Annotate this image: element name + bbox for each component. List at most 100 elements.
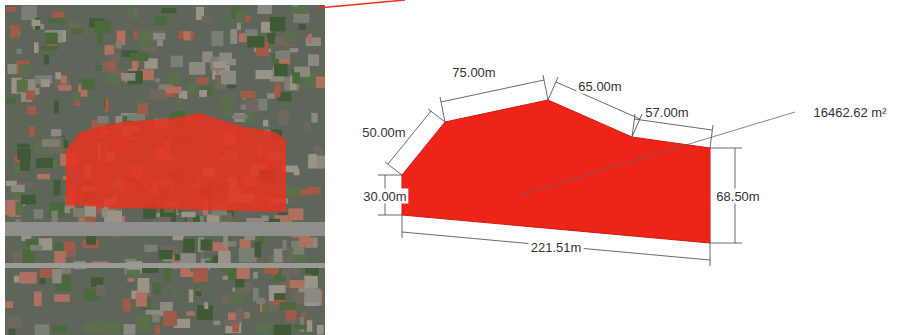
photo-texture	[157, 40, 163, 46]
photo-texture	[247, 36, 264, 47]
photo-texture	[127, 114, 145, 120]
photo-texture	[20, 155, 30, 171]
photo-texture	[167, 87, 182, 94]
photo-texture	[48, 18, 65, 24]
photo-texture	[73, 92, 81, 101]
photo-texture	[263, 120, 268, 127]
photo-texture	[193, 267, 208, 282]
photo-texture	[284, 186, 301, 197]
photo-texture	[274, 249, 283, 263]
photo-texture	[44, 55, 49, 65]
photo-texture	[316, 76, 325, 88]
photo-texture	[287, 247, 293, 262]
photo-texture	[36, 158, 53, 168]
photo-texture	[17, 49, 22, 54]
photo-texture	[221, 71, 236, 85]
photo-texture	[239, 248, 257, 262]
photo-texture	[317, 325, 324, 334]
photo-texture	[102, 208, 107, 217]
photo-texture	[274, 64, 288, 77]
photo-texture	[216, 70, 220, 74]
photo-texture	[29, 126, 35, 137]
photo-texture	[141, 69, 154, 80]
satellite-photo	[5, 5, 325, 335]
photo-texture	[304, 288, 320, 302]
photo-texture	[155, 17, 168, 26]
photo-texture	[300, 317, 304, 332]
photo-texture	[34, 42, 38, 53]
photo-texture	[105, 45, 115, 55]
photo-texture	[8, 64, 17, 74]
photo-texture	[82, 79, 95, 90]
photo-texture	[207, 215, 220, 223]
photo-texture	[137, 278, 149, 293]
photo-texture	[40, 46, 58, 50]
photo-texture	[42, 139, 60, 147]
photo-texture	[61, 75, 67, 83]
photo-texture	[34, 291, 42, 306]
photo-texture	[257, 323, 270, 334]
photo-texture	[155, 325, 160, 334]
photo-texture	[41, 79, 50, 87]
photo-texture	[311, 113, 317, 123]
photo-texture	[273, 276, 286, 281]
photo-texture	[5, 301, 13, 308]
photo-texture	[34, 209, 44, 218]
photo-texture	[280, 302, 297, 310]
photo-texture	[241, 105, 247, 110]
photo-texture	[105, 99, 109, 113]
photo-texture	[301, 312, 306, 317]
photo-texture	[54, 101, 59, 114]
photo-texture	[236, 307, 243, 323]
photo-texture	[235, 279, 244, 287]
photo-texture	[136, 292, 147, 306]
photo-texture	[244, 235, 255, 240]
photo-texture	[200, 240, 211, 251]
photo-texture	[26, 91, 35, 100]
photo-texture	[294, 325, 307, 330]
photo-texture	[286, 32, 297, 43]
photo-texture	[290, 48, 299, 52]
site-plan	[402, 100, 710, 243]
dimension-label: 221.51m	[529, 240, 584, 255]
photo-texture	[189, 62, 205, 75]
photo-texture	[286, 310, 296, 321]
photo-texture	[245, 29, 258, 36]
dimension-label: 57.00m	[643, 105, 690, 120]
photo-texture	[237, 22, 241, 30]
photo-texture	[71, 29, 82, 34]
photo-texture	[27, 106, 36, 116]
photo-texture	[176, 98, 183, 104]
photo-texture	[161, 8, 176, 13]
photo-texture	[262, 304, 268, 316]
photo-texture	[10, 25, 19, 37]
photo-texture	[196, 287, 202, 291]
photo-texture	[83, 323, 100, 333]
photo-texture	[270, 17, 286, 31]
photo-texture	[290, 280, 304, 288]
photo-texture	[149, 90, 165, 100]
road	[5, 222, 325, 236]
photo-texture	[73, 208, 85, 217]
photo-texture	[55, 72, 61, 80]
road	[5, 263, 325, 268]
photo-texture	[64, 242, 75, 258]
photo-texture	[256, 70, 272, 79]
photo-texture	[275, 83, 281, 97]
photo-texture	[213, 321, 220, 325]
photo-texture	[187, 83, 197, 94]
photo-texture	[181, 212, 195, 217]
photo-texture	[308, 54, 319, 66]
photo-texture	[232, 115, 248, 119]
photo-texture	[52, 269, 61, 283]
photo-texture	[106, 61, 115, 70]
photo-texture	[138, 103, 148, 115]
photo-texture	[269, 285, 286, 293]
photo-texture	[163, 311, 177, 326]
photo-texture	[134, 8, 139, 18]
photo-texture	[115, 42, 121, 49]
photo-texture	[153, 33, 165, 40]
photo-texture	[195, 287, 201, 296]
photo-texture	[138, 31, 151, 46]
